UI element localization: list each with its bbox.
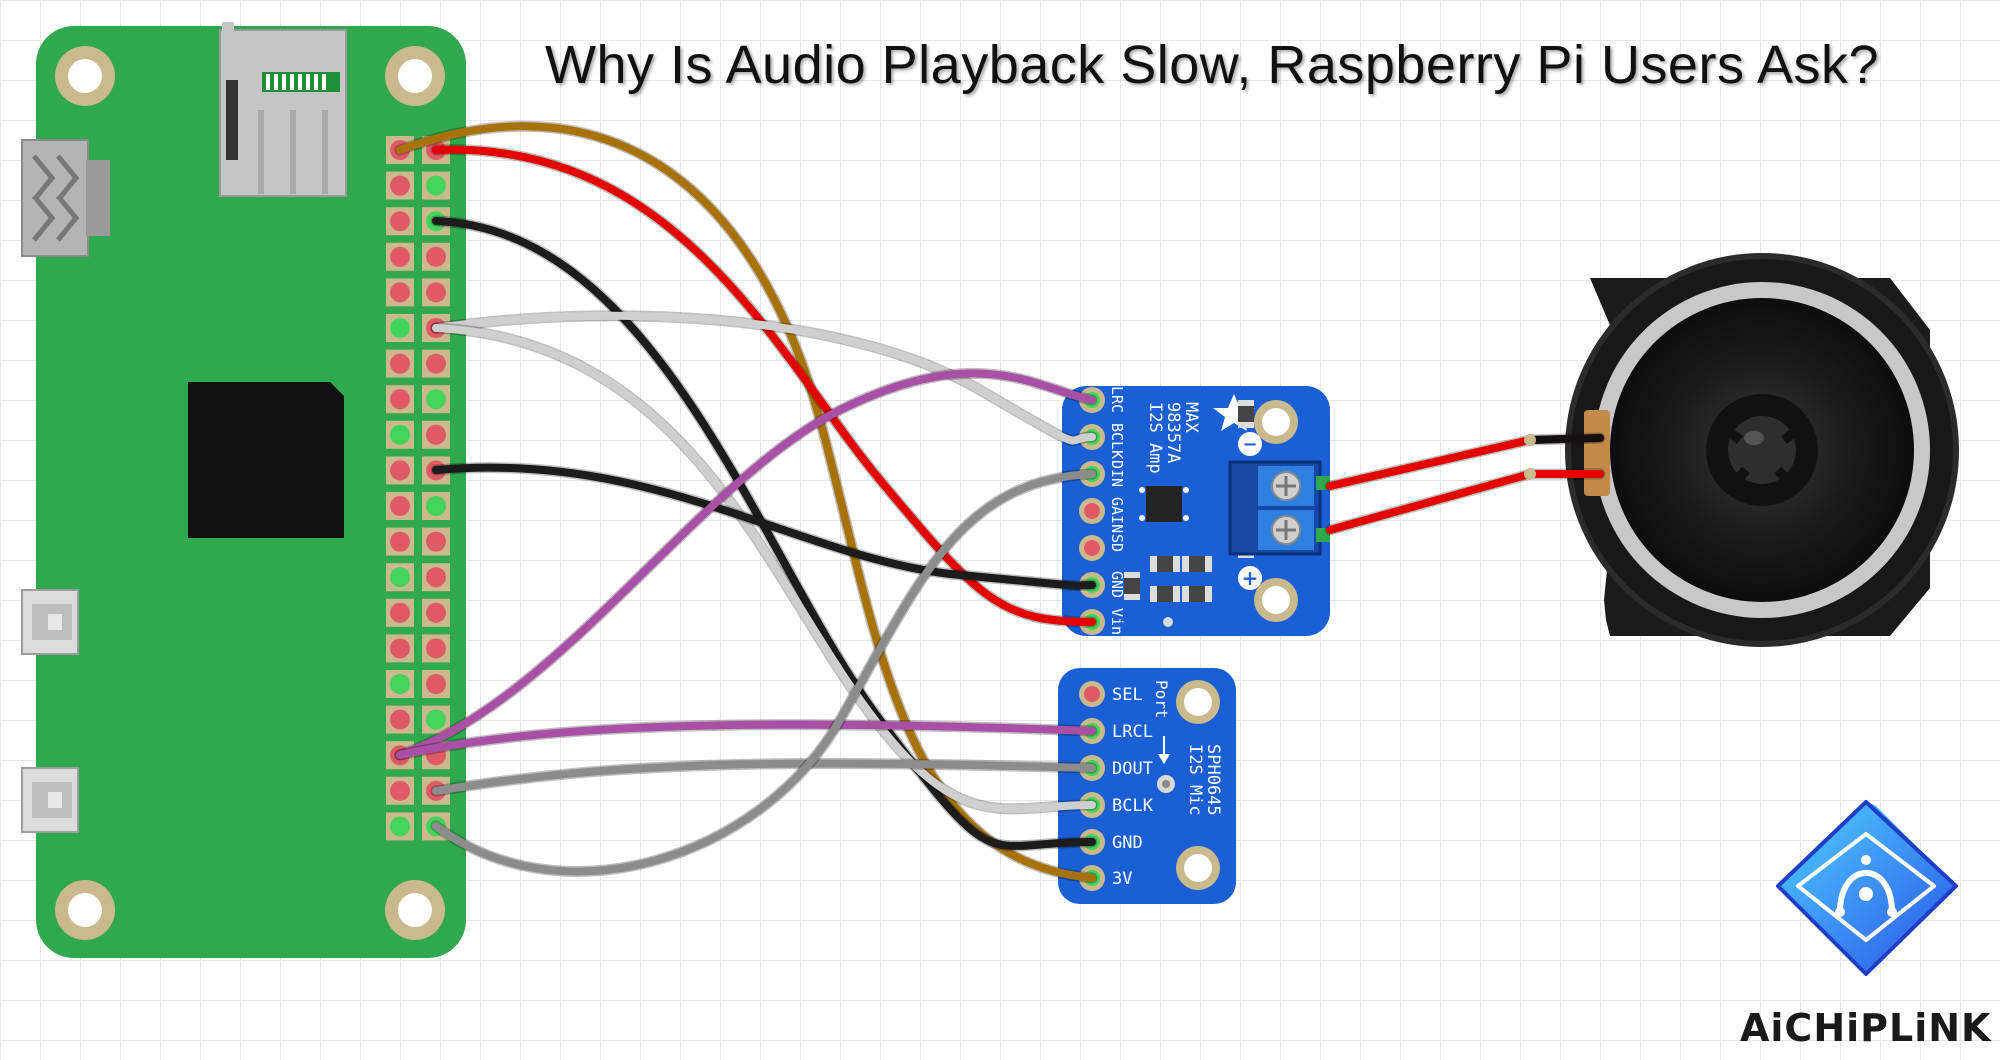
svg-text:−: − bbox=[1242, 434, 1257, 455]
wire-dout bbox=[432, 759, 1096, 795]
gpio-pin bbox=[426, 353, 446, 374]
mic-pin-row: SEL LRCL DOUT BCLK GND 3V bbox=[1079, 681, 1154, 891]
gpio-pin bbox=[390, 674, 410, 694]
svg-text:MAX: MAX bbox=[1181, 402, 1201, 433]
amp-pin-label: GAIN bbox=[1108, 497, 1126, 533]
wire-gnd-mic bbox=[432, 217, 1096, 850]
wire-lrcl-mic bbox=[396, 720, 1096, 759]
wire-5v-vin bbox=[432, 145, 1096, 626]
gpio-pin bbox=[426, 531, 446, 552]
amp-mounting-hole-top bbox=[1254, 400, 1298, 444]
gpio-pin bbox=[390, 709, 410, 730]
microsd-slot-icon bbox=[219, 22, 347, 197]
amp-pin-gain bbox=[1084, 503, 1100, 519]
mic-pin-label: DOUT bbox=[1112, 759, 1153, 779]
svg-text:Port: Port bbox=[1152, 680, 1171, 719]
pi-mounting-holes bbox=[55, 46, 445, 940]
gpio-pin bbox=[390, 496, 410, 516]
gpio-pin bbox=[426, 246, 446, 267]
amp-pin-label: DIN bbox=[1108, 460, 1126, 487]
gpio-pin bbox=[390, 816, 410, 837]
svg-text:I2S Mic: I2S Mic bbox=[1185, 744, 1205, 816]
gpio-pin bbox=[390, 353, 410, 374]
gpio-header bbox=[386, 136, 450, 841]
amp-pin-label: SD bbox=[1108, 534, 1126, 552]
gpio-pin bbox=[390, 211, 410, 232]
gpio-pin bbox=[426, 602, 446, 623]
wire-speaker-pos bbox=[1326, 470, 1604, 534]
amp-ic-chip-icon bbox=[1146, 486, 1182, 522]
mic-name-label: SPH0645 I2S Mic bbox=[1185, 744, 1223, 816]
gpio-pin bbox=[426, 175, 446, 196]
amp-screw-terminal bbox=[1228, 460, 1330, 556]
raspberry-pi-zero-board bbox=[21, 22, 466, 958]
gpio-pin bbox=[390, 567, 410, 588]
amp-pin-label: GND bbox=[1108, 571, 1126, 598]
page-title: Why Is Audio Playback Slow, Raspberry Pi… bbox=[545, 35, 1880, 95]
sph0645-microphone-breakout: SEL LRCL DOUT BCLK GND 3V Port SPH0645 I2S Mi… bbox=[1058, 668, 1236, 904]
wire-lrc bbox=[396, 369, 1096, 759]
gpio-pin bbox=[390, 246, 410, 267]
mic-pin-label: GND bbox=[1112, 833, 1143, 853]
gpio-pin bbox=[426, 567, 446, 588]
speaker-lead-joint bbox=[1524, 434, 1536, 446]
adafruit-star-icon bbox=[1213, 394, 1255, 431]
gpio-pin bbox=[390, 282, 410, 303]
mic-pin-label: 3V bbox=[1112, 869, 1132, 889]
soc-chip-icon bbox=[188, 382, 344, 538]
mic-port-icon bbox=[1157, 736, 1175, 793]
mic-port-label: Port bbox=[1152, 680, 1171, 719]
mic-pin-sel bbox=[1084, 686, 1100, 702]
gpio-pin bbox=[426, 282, 446, 303]
gpio-pin bbox=[390, 318, 410, 338]
gpio-pin bbox=[390, 175, 410, 196]
speaker-lead-neg bbox=[1526, 434, 1604, 444]
mini-hdmi-port-icon bbox=[21, 139, 110, 257]
mic-mounting-hole-bottom bbox=[1176, 846, 1220, 890]
svg-text:+: + bbox=[1242, 566, 1259, 590]
wire-bclk-amp bbox=[432, 311, 1096, 445]
mic-pin-label: LRCL bbox=[1112, 722, 1153, 742]
speaker-icon bbox=[1565, 253, 1959, 647]
gpio-pin bbox=[390, 531, 410, 552]
gpio-pin bbox=[426, 389, 446, 410]
amp-pin-label: LRC bbox=[1108, 386, 1126, 413]
aichiplink-logo-icon bbox=[1776, 800, 1958, 976]
amp-mounting-hole-bottom bbox=[1254, 578, 1298, 622]
mic-mounting-hole-top bbox=[1176, 680, 1220, 724]
gpio-pin bbox=[390, 460, 410, 481]
brand-name: AiCHiPLiNK bbox=[1740, 1006, 1992, 1050]
gpio-pin bbox=[390, 424, 410, 445]
micro-usb-power-port-icon bbox=[21, 767, 79, 833]
gpio-pin bbox=[426, 424, 446, 445]
mic-pin-label: SEL bbox=[1112, 685, 1143, 705]
svg-text:I2S Amp: I2S Amp bbox=[1145, 402, 1165, 474]
micro-usb-port-icon bbox=[21, 589, 79, 655]
gpio-pin bbox=[390, 638, 410, 659]
mic-pin-label: BCLK bbox=[1112, 796, 1154, 816]
gpio-pin bbox=[390, 389, 410, 410]
gpio-pin bbox=[426, 709, 446, 730]
wire-bclk-mic bbox=[432, 324, 1096, 813]
amp-pin-label: Vin bbox=[1108, 608, 1126, 635]
speaker-lead-joint bbox=[1524, 468, 1536, 480]
amp-name-label: MAX 98357A I2S Amp bbox=[1145, 402, 1201, 474]
wire-layer bbox=[394, 120, 1606, 884]
amp-minus-terminal-icon: − bbox=[1238, 432, 1262, 456]
amp-plus-terminal-icon: + bbox=[1238, 566, 1262, 590]
gpio-pin bbox=[390, 780, 410, 801]
svg-text:SPH0645: SPH0645 bbox=[1203, 744, 1223, 816]
amp-pin-label: BCLK bbox=[1108, 423, 1126, 459]
gpio-pin bbox=[426, 638, 446, 659]
amp-pin-sd bbox=[1084, 540, 1100, 556]
gpio-pin bbox=[426, 674, 446, 694]
svg-text:98357A: 98357A bbox=[1163, 402, 1183, 463]
wire-din bbox=[432, 470, 1096, 876]
gpio-pin bbox=[390, 602, 410, 623]
wire-gnd-amp bbox=[432, 463, 1096, 590]
speaker-terminal-tab bbox=[1584, 410, 1610, 496]
gpio-pin bbox=[426, 496, 446, 516]
